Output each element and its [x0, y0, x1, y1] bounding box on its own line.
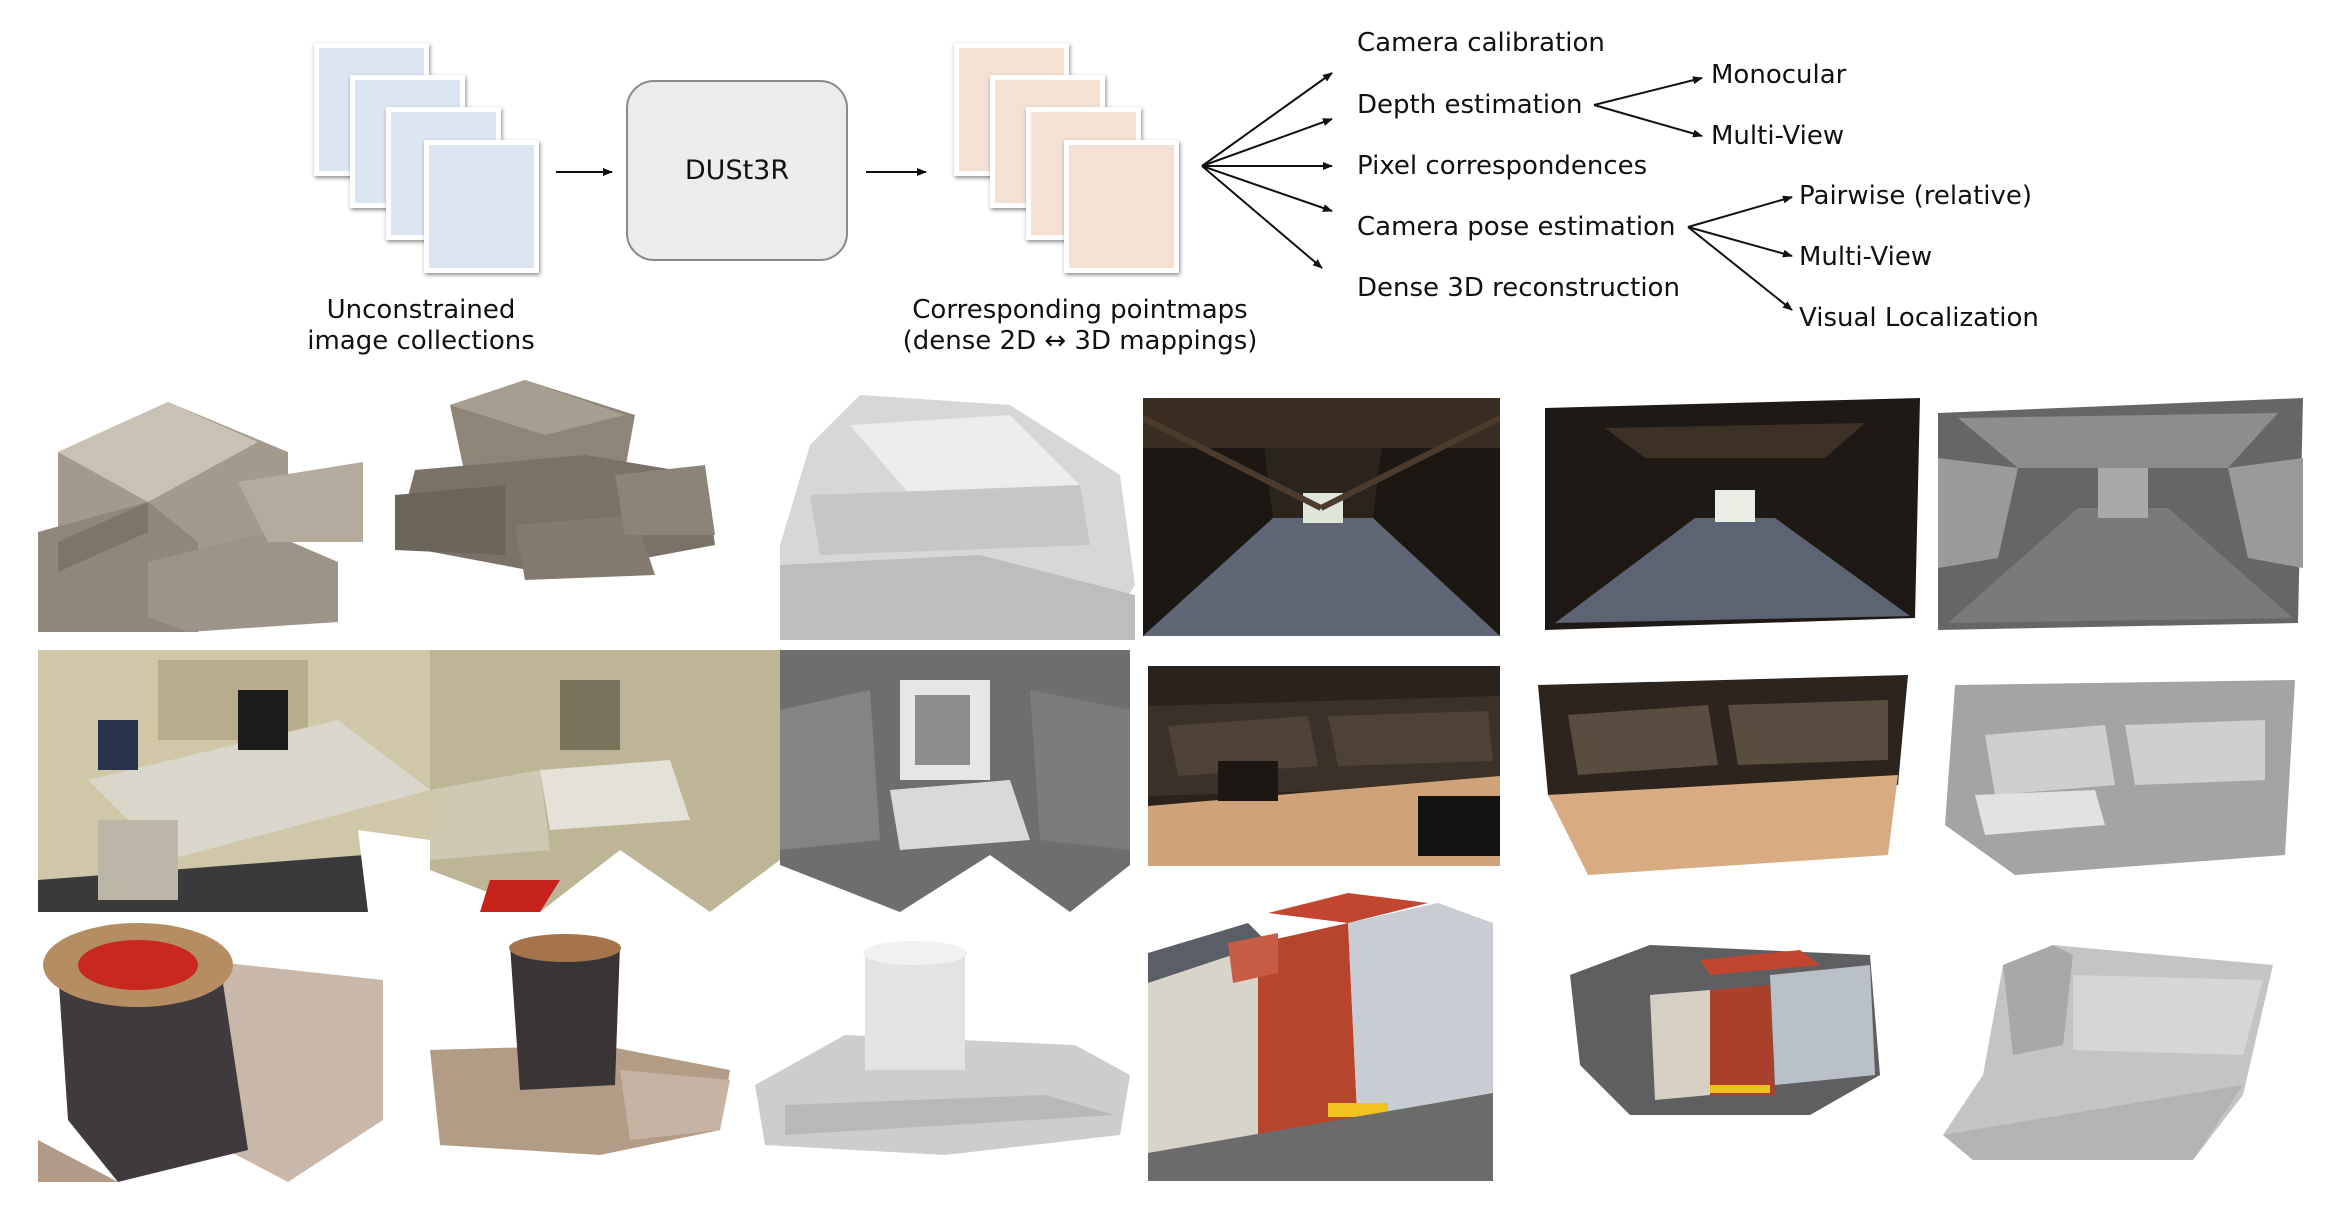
office-shaded-reconstruction	[780, 650, 1130, 912]
pot-shaded-reconstruction	[745, 935, 1135, 1155]
office-colored-reconstruction	[430, 650, 780, 912]
bridge-shaded-reconstruction	[1938, 398, 2303, 630]
arrow-pose-pairwise	[1687, 195, 1793, 228]
town-colored-reconstruction	[1570, 935, 1880, 1125]
auditorium-shaded-reconstruction	[1935, 675, 2305, 875]
task-pixel-correspondences: Pixel correspondences	[1357, 151, 1648, 181]
output-caption: Corresponding pointmaps (dense 2D ↔ 3D m…	[880, 295, 1280, 357]
input-caption: Unconstrained image collections	[290, 295, 552, 357]
town-shaded-reconstruction	[1943, 935, 2288, 1160]
subtask-monocular: Monocular	[1711, 60, 1847, 90]
subtask-visual-localization: Visual Localization	[1799, 303, 2039, 333]
input-caption-line1: Unconstrained	[326, 295, 516, 325]
arrow-pose-localization	[1687, 226, 1793, 311]
output-sheet	[1064, 140, 1179, 273]
pot-input-photo	[38, 920, 383, 1182]
model-label: DUSt3R	[684, 155, 790, 186]
task-camera-calibration: Camera calibration	[1357, 28, 1605, 58]
arrow-depth-multiview	[1593, 104, 1703, 138]
arrow-to-reconstruction	[1201, 165, 1323, 269]
arrow-to-depth	[1201, 118, 1333, 167]
auditorium-colored-reconstruction	[1528, 675, 1916, 875]
bricks-shaded-reconstruction	[780, 385, 1135, 640]
dust3r-model-box: DUSt3R	[626, 80, 848, 261]
arrow-to-calibration	[1201, 72, 1333, 167]
task-dense-3d-reconstruction: Dense 3D reconstruction	[1357, 273, 1680, 303]
bridge-colored-reconstruction	[1545, 398, 1920, 630]
subtask-pairwise: Pairwise (relative)	[1799, 181, 2033, 211]
task-camera-pose-estimation: Camera pose estimation	[1357, 212, 1676, 242]
task-depth-estimation: Depth estimation	[1357, 90, 1583, 120]
input-caption-line2: image collections	[307, 326, 535, 356]
bricks-input-photo	[38, 392, 363, 632]
arrow-depth-monocular	[1593, 76, 1703, 106]
bridge-input-photo	[1143, 398, 1500, 636]
subtask-pose-multiview: Multi-View	[1799, 242, 1933, 272]
output-caption-line1: Corresponding pointmaps	[912, 295, 1248, 325]
output-caption-line2: (dense 2D ↔ 3D mappings)	[902, 326, 1258, 356]
office-input-photo	[38, 650, 430, 912]
subtask-depth-multiview: Multi-View	[1711, 121, 1845, 151]
pot-colored-reconstruction	[420, 930, 745, 1155]
bricks-colored-reconstruction	[385, 375, 730, 590]
arrow-to-pose	[1201, 165, 1333, 212]
town-input-photo	[1148, 883, 1493, 1181]
diagram-arrows	[556, 72, 1793, 311]
auditorium-input-photo	[1148, 666, 1500, 866]
input-sheet	[424, 140, 539, 273]
arrow-pose-multiview	[1687, 226, 1793, 258]
